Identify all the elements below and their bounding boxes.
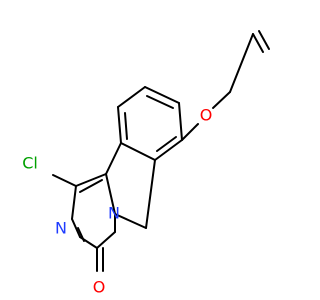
nitrogen-ring-label: N — [55, 219, 67, 238]
allyl-terminal-double-bond-inner — [258, 30, 270, 50]
aryl-inner-2 — [124, 112, 128, 140]
left-bond-2 — [71, 185, 77, 220]
aryl-inner-3 — [156, 136, 177, 152]
aryl-bond-3 — [117, 86, 146, 108]
allyl-ether-bond — [212, 91, 231, 109]
middle-bond-1 — [105, 142, 122, 175]
middle-bond-2 — [105, 173, 116, 215]
aryl-bond-5 — [120, 142, 156, 161]
aryl-bond-4 — [117, 106, 122, 144]
allyl-ch-bond — [229, 33, 254, 93]
aryl-bond-6 — [154, 139, 183, 161]
chloro-bond — [52, 174, 77, 187]
ether-aryl-bond — [181, 123, 199, 141]
atom-label-layer: Cl N N O O — [22, 106, 212, 297]
bond-layer — [52, 30, 270, 272]
allyl-terminal-double-bond — [252, 33, 264, 53]
aryl-bond-1 — [178, 102, 183, 141]
left-bond-5 — [96, 231, 116, 249]
carbonyl-oxygen-label: O — [93, 278, 106, 297]
left-bond-3 — [71, 218, 81, 238]
left-inner-1 — [79, 179, 103, 193]
ether-oxygen-label: O — [200, 106, 213, 125]
left-bond-1 — [75, 173, 107, 187]
middle-bond-3 — [114, 213, 147, 229]
aryl-bond-2 — [144, 86, 180, 104]
chloro-label: Cl — [22, 154, 38, 173]
aryl-inner-1 — [146, 95, 174, 109]
middle-bond-4 — [145, 159, 156, 229]
left-inner-2 — [77, 227, 85, 242]
nitrogen-bridge-label: N — [108, 204, 120, 223]
chemical-structure: Cl N N O O — [22, 30, 270, 297]
